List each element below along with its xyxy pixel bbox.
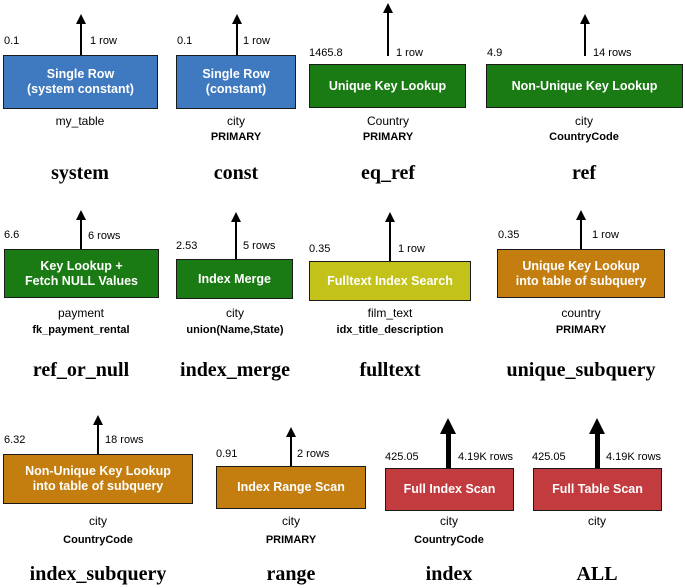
arrow-head-icon (286, 427, 296, 437)
key-name: idx_title_description (336, 324, 444, 336)
arrow-head-icon (440, 418, 456, 434)
arrow-head-icon (383, 3, 393, 13)
arrow-head-icon (580, 14, 590, 24)
key-name: CountryCode (63, 534, 133, 546)
arrow-up-icon (446, 432, 451, 468)
cost-label: 6.32 (4, 434, 26, 446)
table-name: city (89, 514, 107, 528)
table-name: city (440, 514, 458, 528)
access-type-label: index (425, 563, 473, 585)
rows-label: 1 row (592, 229, 619, 241)
access-box: Key Lookup + Fetch NULL Values (4, 249, 159, 298)
arrow-head-icon (385, 212, 395, 222)
access-type-label: range (266, 563, 316, 585)
arrow-head-icon (231, 212, 241, 222)
cost-label: 0.1 (177, 35, 193, 47)
key-name: PRIMARY (210, 131, 262, 143)
access-type-label: ALL (576, 563, 618, 585)
key-name: CountryCode (549, 131, 619, 143)
arrow-up-icon (236, 24, 238, 56)
access-type-label: index_merge (180, 359, 290, 381)
arrow-head-icon (576, 210, 586, 220)
cost-label: 0.35 (309, 243, 331, 255)
key-name: PRIMARY (265, 534, 317, 546)
arrow-head-icon (76, 210, 86, 220)
access-box: Fulltext Index Search (309, 261, 471, 301)
cost-label: 4.9 (487, 47, 503, 59)
arrow-up-icon (80, 24, 82, 56)
cost-label: 0.35 (498, 229, 520, 241)
rows-label: 18 rows (105, 434, 144, 446)
access-type-label: system (51, 162, 109, 184)
arrow-head-icon (93, 415, 103, 425)
rows-label: 14 rows (593, 47, 632, 59)
rows-label: 1 row (396, 47, 423, 59)
access-box: Index Merge (176, 259, 293, 299)
cost-label: 1465.8 (309, 47, 343, 59)
cost-label: 2.53 (176, 240, 198, 252)
access-box: Index Range Scan (216, 466, 366, 509)
table-name: city (588, 514, 606, 528)
table-name: city (227, 114, 245, 128)
cost-label: 425.05 (385, 451, 419, 463)
access-box: Non-Unique Key Lookup (486, 64, 683, 108)
access-box: Single Row (system constant) (3, 55, 158, 109)
access-box: Full Index Scan (385, 468, 514, 511)
access-type-label: ref (571, 162, 597, 184)
rows-label: 4.19K rows (458, 451, 514, 463)
cost-label: 6.6 (4, 229, 20, 241)
access-type-label: unique_subquery (506, 359, 656, 381)
arrow-up-icon (595, 432, 600, 468)
table-name: payment (57, 306, 105, 320)
table-name: country (561, 306, 601, 320)
access-box: Unique Key Lookup (309, 64, 466, 108)
key-name: PRIMARY (555, 324, 607, 336)
arrow-head-icon (232, 14, 242, 24)
arrow-up-icon (80, 220, 82, 250)
arrow-up-icon (584, 24, 586, 56)
arrow-head-icon (589, 418, 605, 434)
rows-label: 1 row (90, 35, 117, 47)
arrow-up-icon (97, 425, 99, 455)
access-box: Full Table Scan (533, 468, 662, 511)
key-name: PRIMARY (362, 131, 414, 143)
table-name: my_table (55, 114, 105, 128)
access-type-label: fulltext (359, 359, 421, 381)
access-box: Single Row (constant) (176, 55, 296, 109)
arrow-head-icon (76, 14, 86, 24)
rows-label: 6 rows (88, 230, 121, 242)
key-name: CountryCode (414, 534, 484, 546)
table-name: Country (366, 114, 410, 128)
arrow-up-icon (235, 222, 237, 260)
access-type-label: const (213, 162, 259, 184)
cost-label: 425.05 (532, 451, 566, 463)
access-box: Unique Key Lookup into table of subquery (497, 249, 665, 298)
rows-label: 1 row (243, 35, 270, 47)
access-type-label: eq_ref (360, 162, 416, 184)
arrow-up-icon (580, 220, 582, 250)
access-box: Non-Unique Key Lookup into table of subq… (3, 454, 193, 504)
rows-label: 2 rows (297, 448, 330, 460)
key-name: fk_payment_rental (32, 324, 130, 336)
table-name: city (282, 514, 300, 528)
rows-label: 4.19K rows (606, 451, 662, 463)
access-type-label: index_subquery (29, 563, 167, 585)
table-name: city (575, 114, 593, 128)
arrow-up-icon (389, 222, 391, 262)
table-name: film_text (367, 306, 413, 320)
key-name: union(Name,State) (186, 324, 284, 336)
rows-label: 1 row (398, 243, 425, 255)
rows-label: 5 rows (243, 240, 276, 252)
arrow-up-icon (290, 437, 292, 467)
arrow-up-icon (387, 13, 389, 56)
access-type-label: ref_or_null (32, 359, 130, 381)
cost-label: 0.1 (4, 35, 20, 47)
table-name: city (226, 306, 244, 320)
cost-label: 0.91 (216, 448, 238, 460)
